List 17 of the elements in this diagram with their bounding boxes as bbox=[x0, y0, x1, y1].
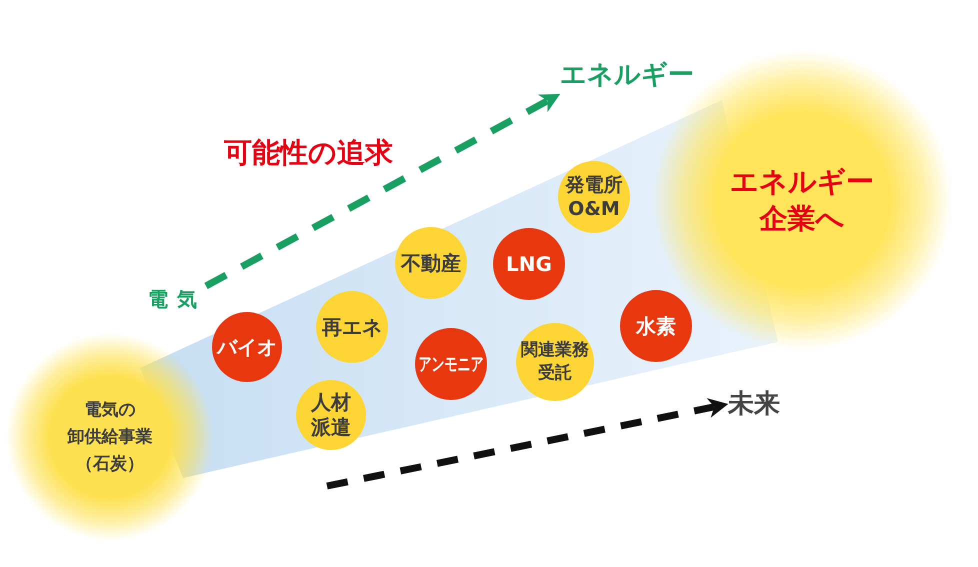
topic-label: 水素 bbox=[636, 314, 676, 338]
topic-label: 人材派遣 bbox=[311, 390, 351, 440]
flow-label: 未来 bbox=[728, 388, 780, 420]
annotation-text: 可能性の追求 bbox=[224, 135, 393, 171]
topic-label: 関連業務受託 bbox=[521, 339, 589, 385]
topic-label: アンモニア bbox=[418, 352, 484, 376]
flow-label: 電気 bbox=[148, 286, 206, 312]
center-label: エネルギー企業へ bbox=[730, 164, 874, 237]
topic-label: 発電所O&M bbox=[566, 173, 622, 221]
flow-label: エネルギー bbox=[560, 56, 694, 94]
dashed-arrow bbox=[204, 94, 560, 290]
topic-label: 不動産 bbox=[401, 250, 461, 276]
center-label: 電気の卸供給事業（石炭） bbox=[68, 398, 152, 476]
topic-label: 再エネ bbox=[322, 314, 382, 340]
dashed-arrow bbox=[326, 398, 728, 490]
topic-label: LNG bbox=[506, 252, 552, 276]
topic-label: バイオ bbox=[217, 334, 277, 360]
